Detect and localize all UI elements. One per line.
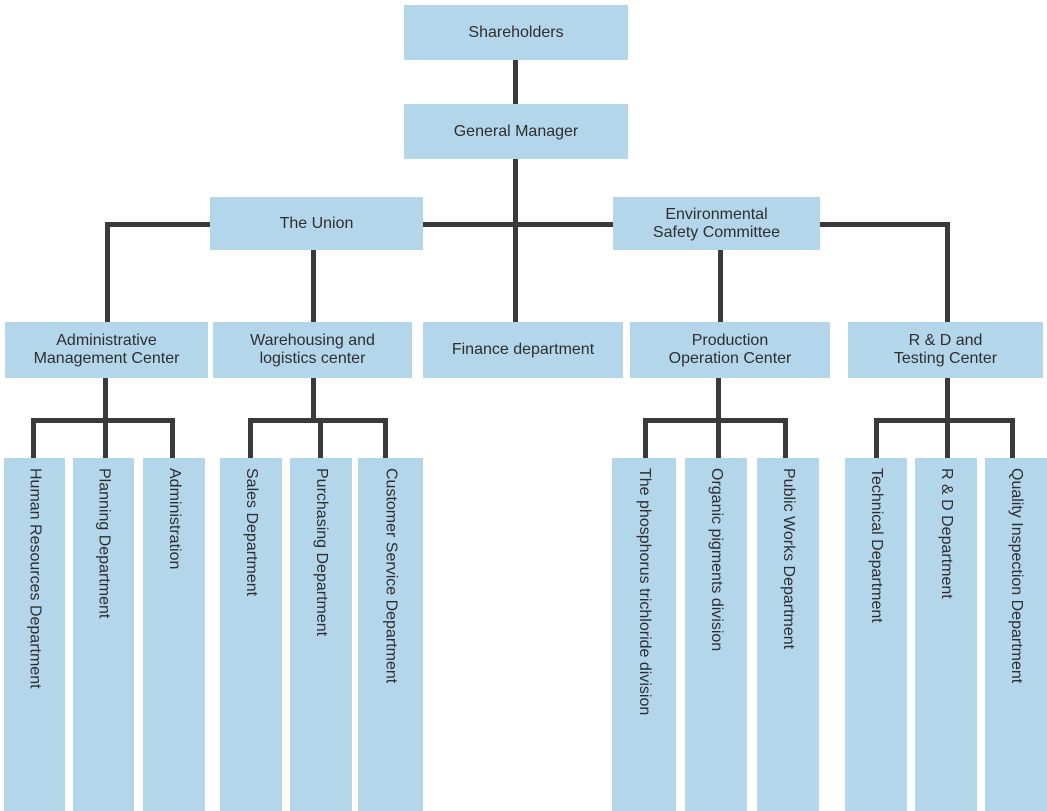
node-organic-pigments-division[interactable]: Organic pigments division: [685, 458, 747, 811]
connector-production-stem: [716, 378, 721, 422]
node-public-works-department[interactable]: Public Works Department: [757, 458, 819, 811]
node-rd-testing-center[interactable]: R & D and Testing Center: [848, 322, 1043, 378]
node-sales-department[interactable]: Sales Department: [220, 458, 282, 811]
node-general-manager[interactable]: General Manager: [404, 104, 628, 159]
node-purchasing-department[interactable]: Purchasing Department: [290, 458, 352, 811]
connector-drop-public-works: [783, 418, 788, 458]
node-shareholders-label: Shareholders: [468, 23, 564, 41]
node-phosphorus-trichloride-division-label: The phosphorus trichloride division: [636, 468, 653, 716]
connector-drop-quality-inspection: [1010, 418, 1015, 458]
connector-rd-testing-stem: [945, 378, 950, 422]
node-production-operation-center[interactable]: Production Operation Center: [630, 322, 830, 378]
node-rd-department[interactable]: R & D Department: [915, 458, 977, 811]
connector-general-manager-trunk: [513, 159, 518, 325]
node-purchasing-department-label: Purchasing Department: [313, 468, 330, 637]
node-administration-label: Administration: [166, 468, 183, 570]
node-warehousing-logistics-center[interactable]: Warehousing and logistics center: [213, 322, 412, 378]
connector-administrative-stem: [103, 378, 108, 422]
connector-shareholders-to-general-manager: [513, 60, 518, 104]
node-administrative-management-center[interactable]: Administrative Management Center: [5, 322, 208, 378]
node-administrative-management-center-label: Administrative Management Center: [33, 332, 180, 367]
node-public-works-department-label: Public Works Department: [780, 468, 797, 650]
node-human-resources-department-label: Human Resources Department: [26, 468, 44, 689]
node-finance-department[interactable]: Finance department: [423, 322, 623, 378]
node-the-union-label: The Union: [279, 214, 354, 232]
node-environmental-safety-committee-label: Environmental Safety Committee: [652, 205, 781, 241]
connector-rd-testing-bus: [874, 418, 1015, 423]
connector-warehousing-stem: [311, 378, 316, 422]
node-human-resources-department[interactable]: Human Resources Department: [4, 458, 65, 811]
connector-bus-drop-rd-testing: [945, 222, 950, 325]
node-phosphorus-trichloride-division[interactable]: The phosphorus trichloride division: [612, 458, 676, 811]
connector-drop-phosphorus: [643, 418, 648, 458]
node-quality-inspection-department-label: Quality Inspection Department: [1008, 468, 1025, 684]
node-general-manager-label: General Manager: [453, 122, 579, 140]
connector-drop-planning: [103, 418, 108, 458]
connector-drop-administration: [170, 418, 175, 458]
node-quality-inspection-department[interactable]: Quality Inspection Department: [985, 458, 1047, 811]
connector-drop-purchasing: [318, 418, 323, 458]
node-warehousing-logistics-center-label: Warehousing and logistics center: [250, 332, 375, 367]
connector-drop-organic-pigments: [716, 418, 721, 458]
node-finance-department-label: Finance department: [451, 341, 595, 359]
node-rd-department-label: R & D Department: [938, 468, 955, 599]
connector-main-bus-right: [820, 222, 950, 227]
node-rd-testing-center-label: R & D and Testing Center: [893, 332, 998, 367]
node-technical-department-label: Technical Department: [868, 468, 885, 623]
connector-production-bus: [643, 418, 788, 423]
connector-drop-technical: [874, 418, 879, 458]
connector-bus-drop-administrative: [105, 222, 110, 325]
node-customer-service-department[interactable]: Customer Service Department: [358, 458, 423, 811]
node-planning-department-label: Planning Department: [95, 468, 113, 619]
node-organic-pigments-division-label: Organic pigments division: [708, 468, 725, 652]
connector-esc-to-production: [718, 250, 723, 325]
node-production-operation-center-label: Production Operation Center: [668, 332, 792, 367]
connector-drop-customer-service: [383, 418, 388, 458]
node-planning-department[interactable]: Planning Department: [73, 458, 134, 811]
node-customer-service-department-label: Customer Service Department: [382, 468, 400, 684]
node-environmental-safety-committee[interactable]: Environmental Safety Committee: [613, 197, 820, 250]
connector-drop-human-resources: [31, 418, 36, 458]
connector-drop-sales: [248, 418, 253, 458]
node-shareholders[interactable]: Shareholders: [404, 5, 628, 60]
connector-drop-rd-department: [945, 418, 950, 458]
node-the-union[interactable]: The Union: [210, 197, 423, 250]
node-technical-department[interactable]: Technical Department: [845, 458, 907, 811]
connector-main-bus-center: [423, 222, 613, 227]
node-sales-department-label: Sales Department: [243, 468, 260, 597]
node-administration[interactable]: Administration: [143, 458, 205, 811]
connector-union-to-warehousing: [311, 250, 316, 325]
